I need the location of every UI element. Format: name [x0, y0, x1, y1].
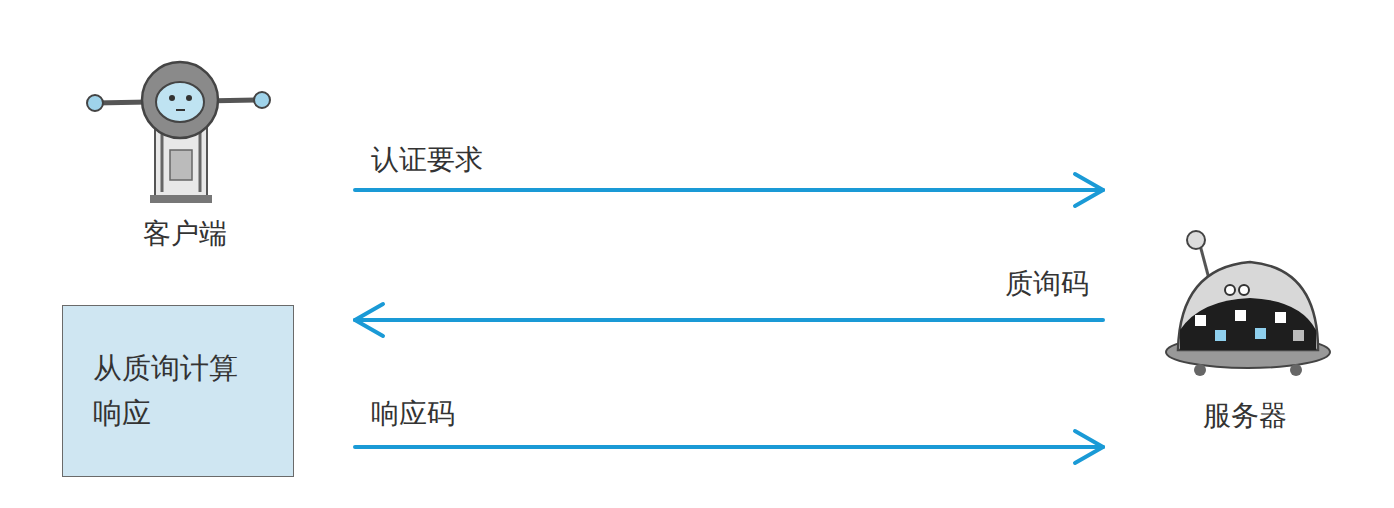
process-box: 从质询计算 响应 — [62, 305, 294, 477]
figure-caption: 服务器 — [1203, 395, 1287, 437]
edge-label: 认证要求 — [367, 142, 487, 178]
figure-caption: 客户端 — [143, 213, 227, 255]
arrow-connector — [355, 431, 1103, 463]
server-robot — [1166, 231, 1330, 376]
server-figure: 服务器 — [1155, 225, 1335, 437]
arrow-connector — [355, 174, 1103, 206]
box-text: 从质询计算 响应 — [93, 346, 263, 436]
client-figure: 客户端 — [85, 55, 285, 255]
edge-label: 质询码 — [1001, 266, 1093, 302]
arrow-connector — [355, 304, 1103, 336]
edge-label: 响应码 — [367, 396, 459, 432]
client-robot — [87, 62, 270, 203]
